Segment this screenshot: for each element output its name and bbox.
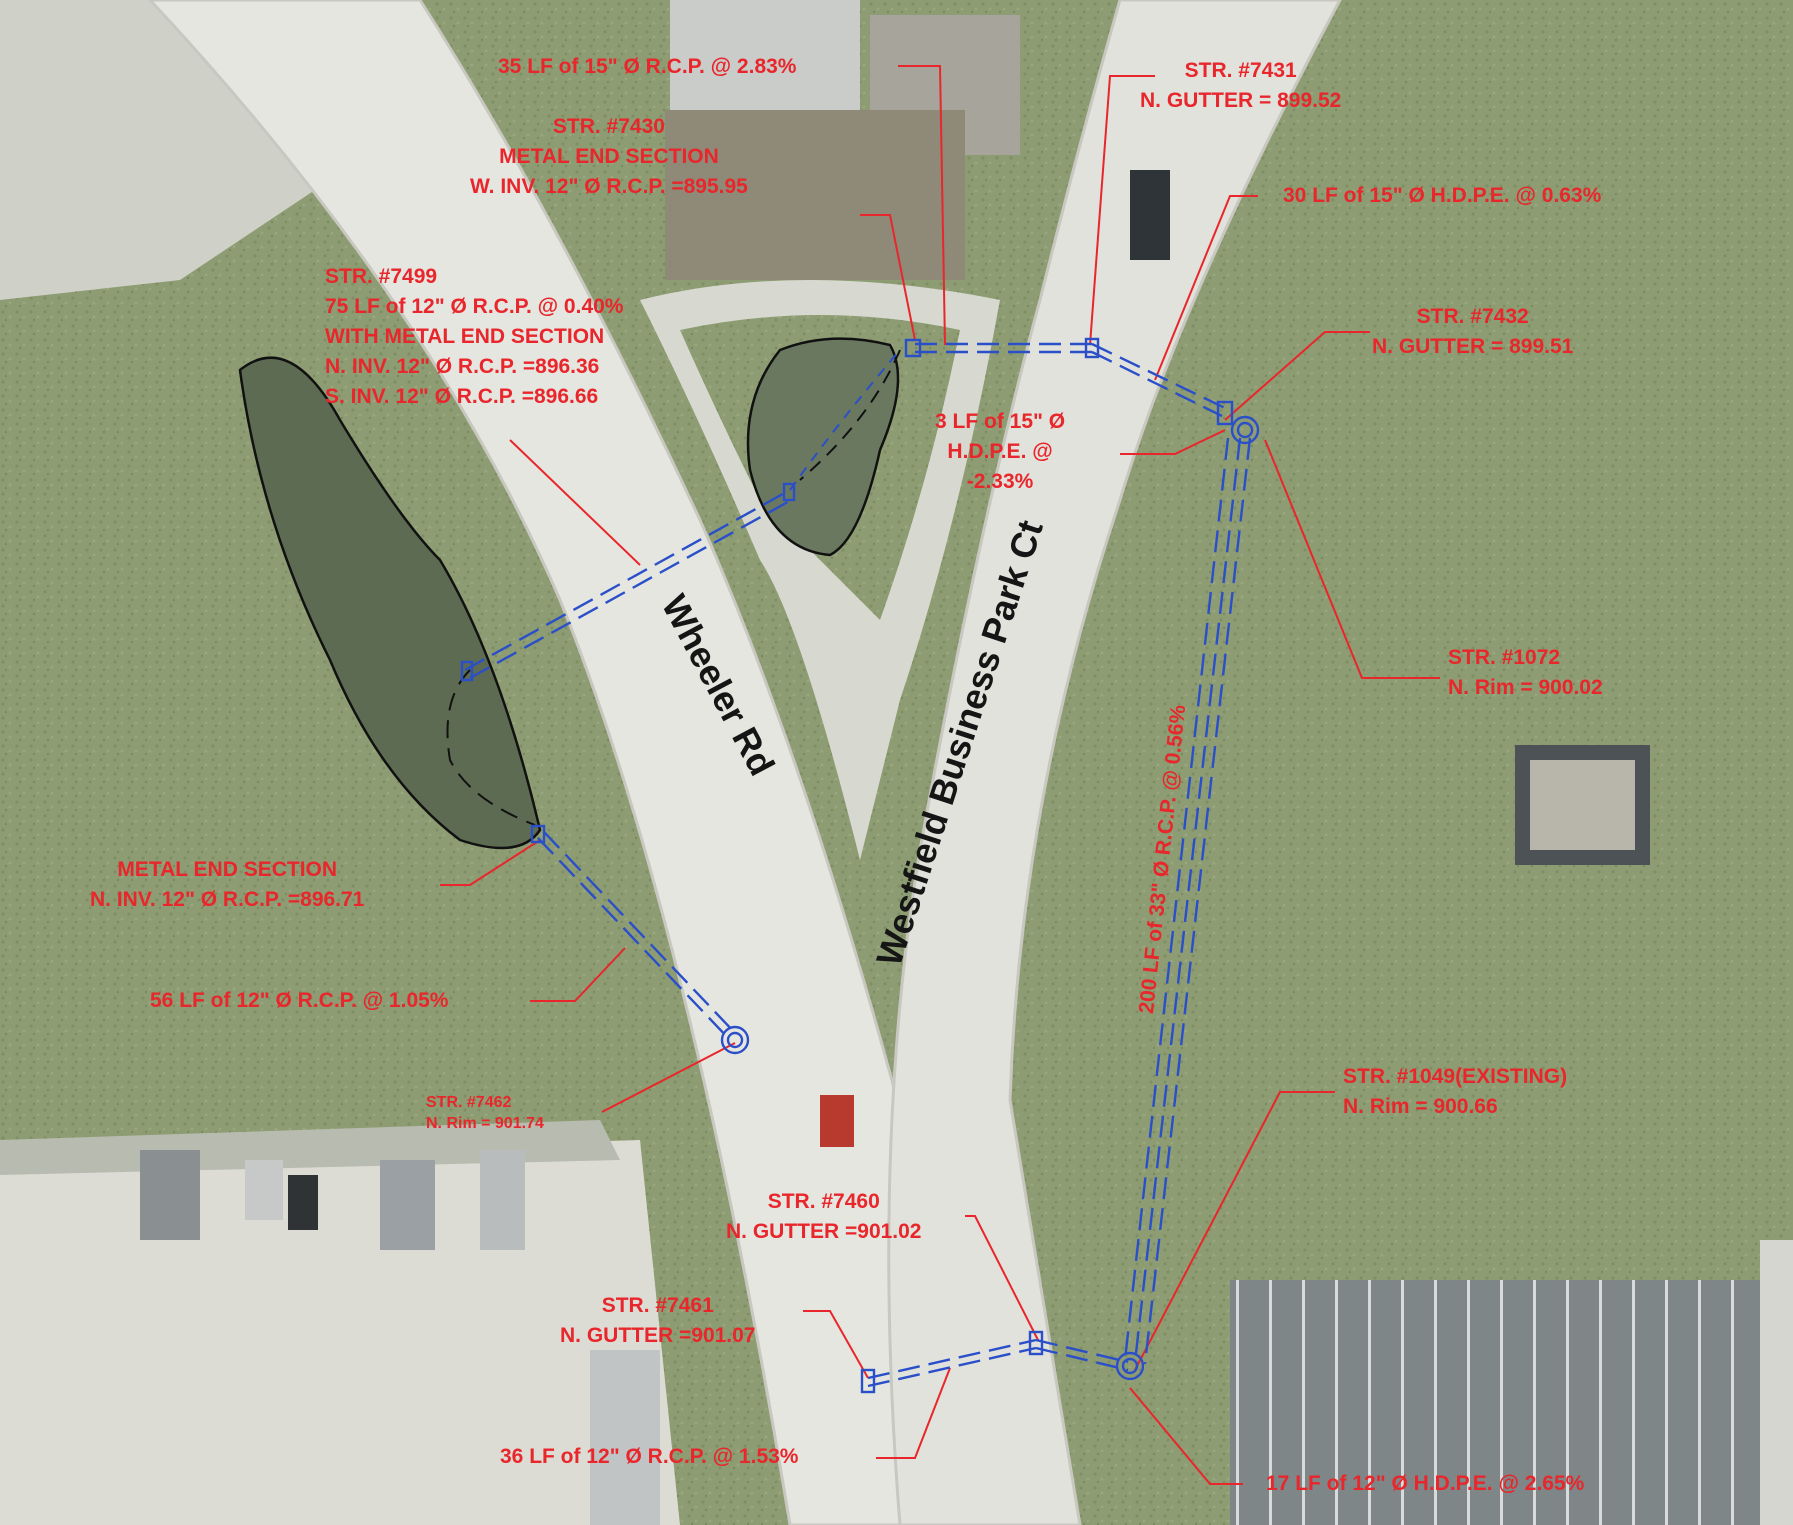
leader-str7462 xyxy=(601,1042,736,1113)
leader-lf17 xyxy=(1129,1387,1243,1485)
str-1049-symbol xyxy=(1115,1351,1145,1381)
red-car xyxy=(820,1095,854,1147)
west-pond-dashed-outline xyxy=(446,669,536,826)
parked-vehicle xyxy=(140,1150,200,1240)
str-7462-symbol xyxy=(720,1025,750,1055)
label-metal-end-section: METAL END SECTION N. INV. 12" Ø R.C.P. =… xyxy=(90,858,365,911)
label-lf36: 36 LF of 12" Ø R.C.P. @ 1.53% xyxy=(500,1445,799,1468)
annotation-leaders xyxy=(440,65,1440,1485)
leader-lf36 xyxy=(876,1367,951,1459)
str-7462-symbol-inner xyxy=(726,1031,744,1049)
label-lf3: 3 LF of 15" Ø H.D.P.E. @ -2.33% xyxy=(935,410,1066,493)
leader-str7432 xyxy=(1224,331,1370,421)
pipe-56lf xyxy=(537,831,737,1041)
structure-symbols xyxy=(460,337,1260,1394)
leader-str1049 xyxy=(1134,1091,1335,1371)
str-7431-symbol xyxy=(1084,337,1100,359)
pipe-17lf xyxy=(1035,1338,1129,1372)
label-str1072: STR. #1072 N. Rim = 900.02 xyxy=(1448,646,1603,699)
utility-structure-roof xyxy=(1530,760,1635,850)
parked-vehicle xyxy=(245,1160,283,1220)
label-str7430: STR. #7430 METAL END SECTION W. INV. 12"… xyxy=(470,115,748,198)
label-str7431: STR. #7431 N. GUTTER = 899.52 xyxy=(1140,59,1342,112)
island-end-section xyxy=(782,482,796,502)
label-str7461: STR. #7461 N. GUTTER =901.07 xyxy=(560,1294,756,1347)
label-str7499: STR. #7499 75 LF of 12" Ø R.C.P. @ 0.40%… xyxy=(325,265,624,408)
label-lf30: 30 LF of 15" Ø H.D.P.E. @ 0.63% xyxy=(1283,184,1602,207)
leader-lf30 xyxy=(1154,195,1258,381)
wheeler-rd-surface xyxy=(147,0,1002,1525)
str-7461-symbol xyxy=(860,1368,876,1394)
label-str7460: STR. #7460 N. GUTTER =901.02 xyxy=(726,1190,922,1243)
label-str7432: STR. #7432 N. GUTTER = 899.51 xyxy=(1372,305,1574,358)
storm-pipe-network xyxy=(464,342,1252,1388)
label-lf17: 17 LF of 12" Ø H.D.P.E. @ 2.65% xyxy=(1266,1472,1585,1495)
parked-vehicle xyxy=(380,1160,435,1250)
north-building-roof xyxy=(670,0,860,110)
pipe-island-channel xyxy=(789,349,901,491)
str-1072-symbol xyxy=(1230,415,1260,445)
leader-str1072 xyxy=(1264,439,1440,679)
pond-end-section-north xyxy=(460,660,474,682)
parked-vehicle xyxy=(288,1175,318,1230)
str-1072-symbol-inner xyxy=(1236,421,1254,439)
leader-lf35 xyxy=(898,65,946,346)
pond-end-section-south xyxy=(530,824,546,844)
leader-metal-end xyxy=(440,839,541,886)
parked-trailer xyxy=(590,1350,660,1525)
leader-str7461 xyxy=(803,1310,869,1379)
westfield-ct-surface xyxy=(887,0,1342,1525)
str-7460-symbol xyxy=(1028,1330,1044,1356)
leader-lf56 xyxy=(530,947,626,1002)
parked-vehicle xyxy=(480,1150,525,1250)
leader-lf3 xyxy=(1120,429,1226,455)
southeast-parking-lot xyxy=(1230,1280,1760,1525)
pipe-36lf xyxy=(867,1338,1037,1388)
dark-truck xyxy=(1130,170,1170,260)
north-yard xyxy=(665,110,965,280)
leader-str7460 xyxy=(965,1215,1039,1341)
leader-str7430 xyxy=(860,214,916,341)
label-str1049: STR. #1049(EXISTING) N. Rim = 900.66 xyxy=(1343,1065,1568,1118)
east-walkway xyxy=(1760,1240,1793,1525)
label-str7462: STR. #7462 N. Rim = 901.74 xyxy=(426,1094,544,1132)
str-1049-symbol-inner xyxy=(1121,1357,1139,1375)
label-lf35: 35 LF of 15" Ø R.C.P. @ 2.83% xyxy=(498,55,797,78)
leader-str7499 xyxy=(509,439,641,566)
island-pond-dashed-outline xyxy=(799,349,901,481)
label-lf56: 56 LF of 12" Ø R.C.P. @ 1.05% xyxy=(150,989,449,1012)
pipe-7431-7432 xyxy=(1091,342,1226,418)
west-detention-pond xyxy=(238,356,542,850)
pipe-33in-rcp xyxy=(1123,437,1252,1365)
str-7432-symbol xyxy=(1216,400,1234,426)
str-7430-symbol xyxy=(904,338,922,358)
leader-str7431 xyxy=(1089,75,1155,346)
